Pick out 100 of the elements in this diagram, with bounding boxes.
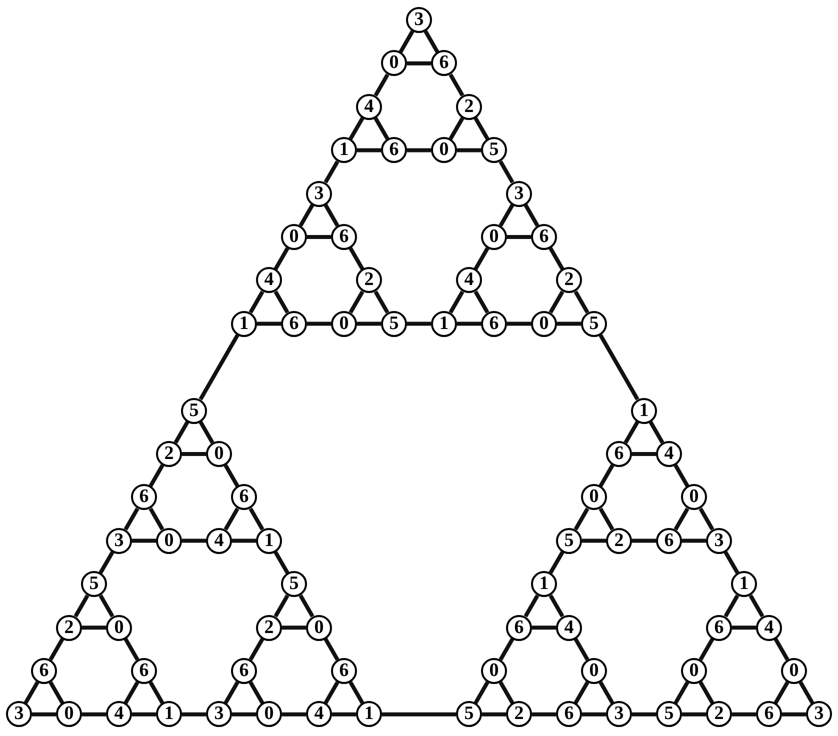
- vertex-circle: 0: [581, 484, 607, 510]
- vertex-circle: 2: [606, 528, 632, 554]
- edge-line: [357, 322, 381, 326]
- vertex-circle: 6: [231, 658, 257, 684]
- vertex-circle: 3: [806, 701, 832, 728]
- edge-line: [732, 712, 756, 716]
- vertex-circle: 2: [706, 701, 732, 728]
- vertex-circle: 6: [31, 658, 57, 684]
- vertex-circle: 2: [56, 614, 82, 641]
- edge-line: [532, 712, 556, 716]
- edge-line: [748, 594, 764, 618]
- edge-line: [182, 538, 206, 543]
- edge-line: [407, 148, 431, 152]
- edge-line: [424, 30, 440, 54]
- vertex-circle: 4: [106, 701, 132, 728]
- edge-line: [348, 290, 364, 314]
- edge-line: [407, 322, 431, 326]
- edge-line: [82, 712, 106, 716]
- vertex-circle: 6: [381, 137, 407, 164]
- edge-line: [82, 626, 106, 630]
- edge-line: [48, 638, 64, 661]
- edge-line: [482, 712, 506, 716]
- edge-line: [324, 204, 340, 227]
- edge-line: [732, 626, 756, 630]
- edge-line: [324, 638, 340, 661]
- vertex-circle: 5: [281, 571, 307, 598]
- vertex-circle: 6: [331, 224, 357, 250]
- edge-line: [182, 712, 206, 716]
- edge-line: [332, 712, 356, 716]
- edge-line: [382, 712, 456, 716]
- vertex-circle: 0: [56, 701, 82, 728]
- edge-line: [74, 594, 90, 618]
- edge-line: [232, 538, 256, 543]
- edge-line: [98, 551, 114, 574]
- vertex-circle: 3: [706, 528, 732, 554]
- edge-line: [224, 681, 240, 704]
- edge-line: [698, 638, 714, 661]
- vertex-circle: 0: [331, 310, 357, 337]
- vertex-circle: 0: [481, 658, 507, 684]
- edge-line: [132, 712, 156, 716]
- edge-line: [574, 290, 590, 314]
- edge-line: [632, 712, 656, 716]
- edge-line: [374, 74, 390, 97]
- edge-line: [32, 712, 56, 716]
- edge-line: [632, 452, 656, 456]
- edge-line: [324, 160, 340, 184]
- vertex-circle: 3: [306, 180, 332, 207]
- edge-line: [674, 508, 690, 531]
- vertex-circle: 0: [781, 658, 807, 684]
- vertex-circle: 4: [206, 528, 232, 554]
- edge-line: [348, 247, 364, 270]
- edge-line: [507, 235, 531, 239]
- edge-line: [774, 681, 790, 704]
- vertex-circle: 3: [506, 180, 532, 207]
- vertex-circle: 3: [206, 701, 232, 728]
- vertex-circle: 5: [81, 571, 107, 598]
- edge-line: [674, 464, 690, 488]
- vertex-circle: 1: [156, 701, 182, 728]
- edge-line: [774, 638, 790, 661]
- vertex-circle: 5: [481, 137, 507, 164]
- edge-line: [248, 290, 264, 314]
- edge-line: [474, 290, 490, 314]
- edge-line: [248, 681, 264, 704]
- edge-line: [348, 117, 364, 140]
- edge-line: [724, 551, 740, 574]
- vertex-circle: 5: [456, 701, 482, 728]
- edge-line: [298, 204, 314, 227]
- vertex-circle: 1: [331, 137, 357, 164]
- vertex-circle: 6: [281, 310, 307, 337]
- edge-line: [474, 247, 490, 270]
- edge-line: [524, 204, 540, 227]
- edge-line: [498, 638, 514, 661]
- vertex-circle: 6: [606, 441, 632, 467]
- edge-line: [407, 61, 431, 66]
- vertex-circle: 0: [581, 658, 607, 684]
- vertex-circle: 5: [581, 310, 607, 337]
- vertex-circle: 5: [181, 398, 207, 424]
- edge-line: [582, 538, 606, 543]
- edge-line: [548, 290, 564, 314]
- vertex-circle: 0: [256, 701, 282, 728]
- vertex-circle: 0: [206, 441, 232, 467]
- vertex-circle: 5: [381, 310, 407, 337]
- vertex-circle: 1: [356, 701, 382, 728]
- vertex-circle: 0: [106, 614, 132, 641]
- edge-line: [124, 681, 140, 704]
- edge-line: [198, 420, 214, 444]
- edge-line: [548, 594, 564, 618]
- edge-line: [274, 551, 290, 574]
- edge-line: [274, 290, 290, 314]
- vertex-circle: 6: [756, 701, 782, 728]
- vertex-circle: 6: [131, 658, 157, 684]
- edge-line: [274, 247, 290, 270]
- vertex-circle: 3: [6, 701, 32, 728]
- edge-line: [248, 638, 264, 661]
- edge-line: [398, 30, 414, 54]
- edge-line: [124, 638, 140, 661]
- edge-line: [498, 204, 514, 227]
- edge-line: [298, 594, 314, 618]
- vertex-circle: 6: [331, 658, 357, 684]
- vertex-circle: 3: [606, 701, 632, 728]
